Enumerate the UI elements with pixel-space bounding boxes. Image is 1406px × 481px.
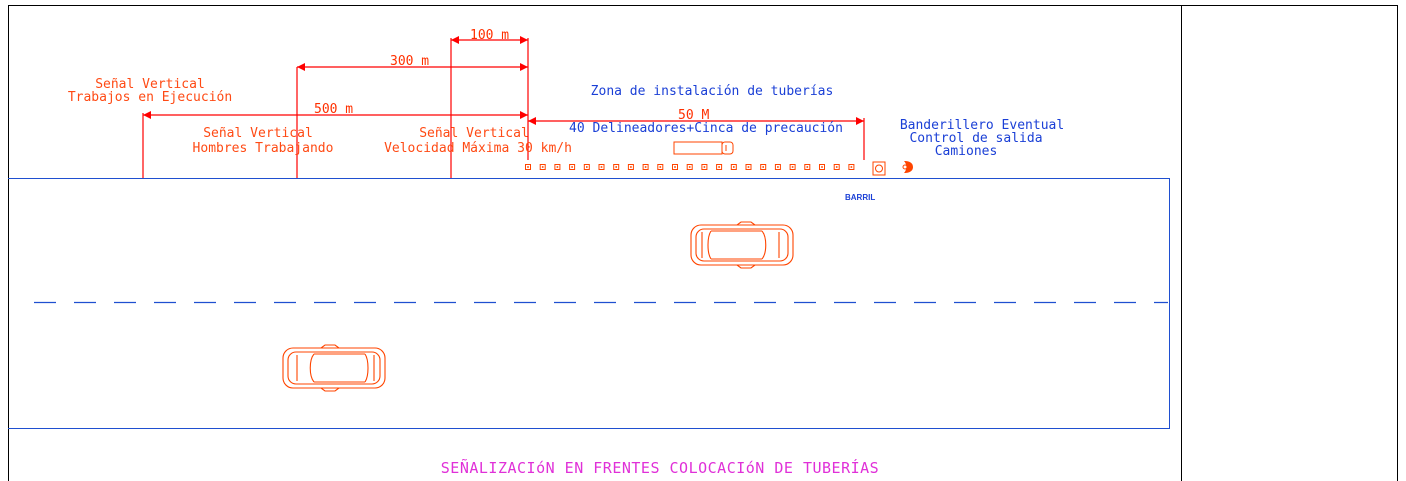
delineator <box>745 164 752 170</box>
delineator <box>833 164 840 170</box>
delineator-center <box>571 166 573 168</box>
delineator-center <box>850 166 853 168</box>
delineator <box>569 164 576 170</box>
drawing-frame <box>8 5 1398 481</box>
sign-hombres-line1: Señal Vertical <box>203 126 313 141</box>
zone-delineators: 40 Delineadores+Cinca de precaución <box>569 121 843 136</box>
delineator-center <box>703 166 706 168</box>
sign-velocidad-line1: Señal Vertical <box>419 126 529 141</box>
delineator <box>819 164 825 170</box>
delineator <box>598 164 605 170</box>
delineator <box>848 164 855 170</box>
delineator-center <box>733 166 735 168</box>
dimension-arrows <box>143 36 864 125</box>
zone-title: Zona de instalación de tuberías <box>591 84 834 99</box>
dim-300-label: 300 m <box>390 54 429 69</box>
delineator <box>583 164 590 170</box>
flagger-line3: Camiones <box>935 144 998 159</box>
delineator <box>760 164 767 170</box>
delineator-row <box>525 164 855 170</box>
delineator-center <box>556 166 559 168</box>
delineator <box>642 164 649 170</box>
drawing-title: SEÑALIZACIóN EN FRENTES COLOCACIóN DE TU… <box>441 458 879 477</box>
delineator <box>554 164 561 170</box>
sign-hombres-line2: Hombres Trabajando <box>193 141 334 156</box>
delineator-center <box>791 166 794 168</box>
delineator <box>774 164 781 170</box>
delineator-center <box>527 166 529 168</box>
barrel-label: BARRIL <box>845 193 875 202</box>
flagger-labels: Banderillero Eventual Control de salida … <box>900 118 1064 159</box>
sign-trabajos-line2: Trabajos en Ejecución <box>68 90 232 105</box>
delineator-center <box>821 166 823 168</box>
delineator-center <box>777 166 779 168</box>
delineator <box>539 164 546 170</box>
delineator-center <box>615 166 617 168</box>
sign-velocidad-line2: Velocidad Máxima 30 km/h <box>384 141 572 156</box>
truck-icon <box>673 141 734 155</box>
delineator-center <box>644 166 647 168</box>
delineator <box>789 164 796 170</box>
delineator-center <box>688 166 691 168</box>
delineator-center <box>718 166 720 168</box>
delineator-center <box>659 166 662 168</box>
delineator <box>672 164 678 170</box>
delineator <box>613 164 620 170</box>
delineator-center <box>600 166 603 168</box>
car-left-lane <box>282 344 386 392</box>
delineator <box>657 164 664 170</box>
dim-100-label: 100 m <box>470 28 509 43</box>
car-icon <box>282 344 386 392</box>
delineator-center <box>630 166 632 168</box>
flagger-line2: Control de salida <box>909 131 1042 146</box>
zone-labels: Zona de instalación de tuberías 40 Delin… <box>569 84 843 136</box>
sign-trabajos-line1: Señal Vertical <box>95 77 205 92</box>
dim-50-label: 50 M <box>678 108 709 123</box>
delineator <box>627 164 634 170</box>
delineator-center <box>806 166 809 168</box>
car-right-lane <box>690 221 794 269</box>
sign-posts <box>142 38 865 178</box>
delineator-center <box>747 166 750 168</box>
delineator <box>686 164 693 170</box>
flagger-icon <box>902 161 913 173</box>
dimension-labels: 100 m 300 m 500 m 50 M <box>314 28 709 123</box>
delineator <box>804 164 811 170</box>
delineator-center <box>586 166 588 168</box>
delineator <box>701 164 708 170</box>
sign-labels: Señal Vertical Trabajos en Ejecución Señ… <box>68 77 572 156</box>
delineator <box>730 164 737 170</box>
delineator-center <box>541 166 544 168</box>
delineator <box>525 164 531 170</box>
delineator <box>716 164 723 170</box>
road <box>8 178 1170 429</box>
barrel-icon <box>872 161 886 176</box>
delineator-center <box>674 166 676 168</box>
flagger-line1: Banderillero Eventual <box>900 118 1064 133</box>
delineator-center <box>762 166 764 168</box>
dim-500-label: 500 m <box>314 102 353 117</box>
car-icon <box>690 221 794 269</box>
delineator-center <box>835 166 838 168</box>
